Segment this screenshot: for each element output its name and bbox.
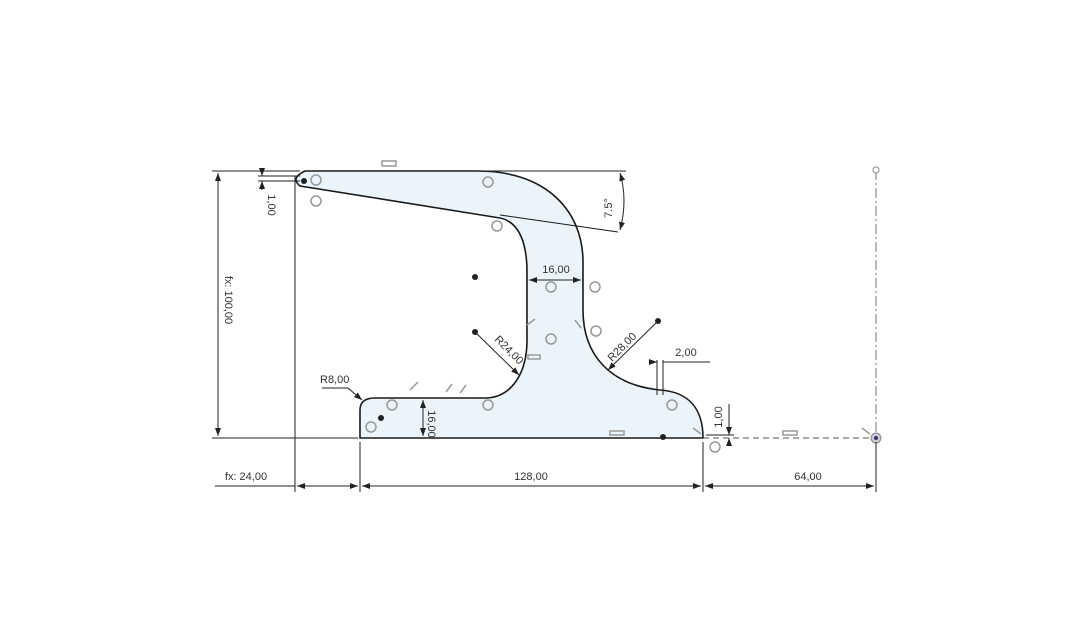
endpoint-top[interactable] bbox=[872, 166, 880, 174]
dimension-right-offset-label: 64,00 bbox=[794, 471, 822, 483]
dimension-horizontal-chain[interactable]: fx: 24,00 128,00 64,00 bbox=[215, 442, 877, 492]
center-point[interactable] bbox=[660, 434, 666, 440]
dimension-height-label: fx: 100,00 bbox=[222, 276, 234, 324]
dimension-left-offset-label: fx: 24,00 bbox=[225, 471, 267, 483]
dimension-corner-radius[interactable]: R8,00 bbox=[320, 374, 363, 401]
dimension-toe-height-label: 1,00 bbox=[713, 406, 725, 427]
center-point[interactable] bbox=[472, 274, 478, 280]
dimension-top-thickness[interactable]: 1,00 bbox=[258, 168, 300, 216]
dimension-neck-width[interactable]: 16,00 bbox=[529, 264, 581, 283]
origin-dot bbox=[874, 436, 878, 440]
center-point[interactable] bbox=[378, 415, 384, 421]
dimension-angle[interactable]: 7.5° bbox=[478, 170, 626, 231]
dimension-outer-radius[interactable]: R28,00 bbox=[606, 320, 659, 371]
dimension-top-thickness-label: 1,00 bbox=[265, 194, 277, 215]
dimension-base-width-label: 128,00 bbox=[514, 471, 548, 483]
angle-reference-line bbox=[499, 214, 619, 233]
constraint-icons bbox=[310, 160, 871, 453]
dimension-height[interactable]: fx: 100,00 bbox=[212, 170, 358, 439]
dimension-corner-radius-label: R8,00 bbox=[320, 374, 349, 386]
dimension-toe-width[interactable]: 2,00 bbox=[649, 347, 710, 395]
center-point[interactable] bbox=[301, 178, 307, 184]
dimension-outer-radius-label: R28,00 bbox=[606, 331, 640, 365]
dimension-foot-height[interactable]: 16,00 bbox=[420, 400, 437, 438]
dimension-foot-height-label: 16,00 bbox=[425, 410, 437, 438]
dimension-inner-radius-label: R24,00 bbox=[492, 334, 526, 368]
sketch-profile[interactable] bbox=[295, 170, 704, 439]
dimension-toe-width-label: 2,00 bbox=[675, 347, 696, 359]
dimension-toe-height[interactable]: 1,00 bbox=[706, 404, 734, 446]
dimension-angle-label: 7.5° bbox=[603, 198, 615, 218]
dimension-neck-width-label: 16,00 bbox=[542, 264, 570, 276]
dimension-inner-radius[interactable]: R24,00 bbox=[474, 331, 526, 376]
